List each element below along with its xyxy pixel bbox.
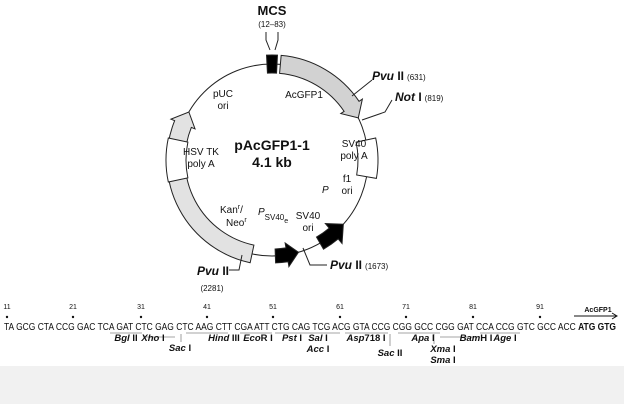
sequence-position-number: 51	[269, 304, 277, 311]
enzyme-label: Sma I	[430, 355, 455, 366]
enzyme-label: Sal I	[308, 333, 328, 344]
sv40-ori-label-1: SV40	[296, 211, 321, 222]
enzyme-label: BamH I	[460, 333, 493, 344]
enzyme-label: Age I	[492, 333, 516, 344]
neo-label: Neor	[226, 217, 247, 229]
sequence-position-dot	[338, 315, 342, 319]
psv40e-arrow	[274, 241, 300, 269]
sv40-polya-label-2: poly A	[340, 151, 368, 162]
sequence-position-number: 61	[336, 304, 344, 311]
kan-neo-arrow	[166, 111, 255, 264]
enzyme-label: Pst I	[282, 333, 302, 344]
puc-ori-label-2: ori	[217, 101, 228, 112]
svg-text:Not I(819): Not I(819)	[395, 90, 444, 104]
footer-band	[0, 366, 624, 404]
sequence-position-dot	[5, 315, 9, 319]
mcs-box	[265, 54, 279, 74]
sequence-position-number: 41	[203, 304, 211, 311]
acgfp1-direction-arrow	[574, 312, 618, 320]
sequence-position-dot	[71, 315, 75, 319]
sequence-position-dot	[139, 315, 143, 319]
sequence-position-number: 21	[69, 304, 77, 311]
enzyme-label: Xho I	[140, 333, 164, 344]
sequence-position-dot	[404, 315, 408, 319]
acgfp1-sequence-label: AcGFP1	[584, 307, 611, 314]
plasmid-name: pAcGFP1-1	[234, 137, 310, 153]
enzyme-label: Bgl II	[114, 333, 137, 344]
sequence-position-number: 81	[469, 304, 477, 311]
sequence-position-dot	[271, 315, 275, 319]
enzyme-label: Xma I	[429, 344, 455, 355]
plasmid-size: 4.1 kb	[252, 154, 292, 170]
svg-text:Pvu II(1673): Pvu II(1673)	[330, 258, 388, 272]
sv40-polya-label-1: SV40	[342, 139, 367, 150]
f1-ori-label-1: f1	[343, 174, 352, 185]
site-noti-819: Not I(819)	[361, 90, 444, 121]
enzyme-label: Asp718 I	[345, 333, 385, 344]
sequence-position-number: 31	[137, 304, 145, 311]
f1-ori-label-2: ori	[341, 186, 352, 197]
enzyme-label: Apa I	[410, 333, 434, 344]
enzyme-label: Hind III	[208, 333, 240, 344]
enzyme-label: Sac II	[378, 348, 403, 359]
sequence-position-number: 91	[536, 304, 544, 311]
enzyme-label: Sac I	[169, 343, 191, 354]
site-pvuii-631: Pvu II(631)	[351, 69, 426, 97]
acgfp1-arrow	[279, 54, 364, 119]
site-pvuii-1673: Pvu II(1673)	[302, 247, 388, 272]
hsvtk-polya-label-2: poly A	[187, 159, 215, 170]
sv40-ori-label-2: ori	[302, 223, 313, 234]
puc-ori-label-1: pUC	[213, 89, 233, 100]
p-label: P	[322, 185, 329, 196]
enzyme-label: EcoR I	[243, 333, 273, 344]
mcs-leader	[265, 32, 279, 51]
svg-text:Pvu II: Pvu II	[197, 264, 229, 278]
site-tick	[180, 334, 435, 346]
sequence-position-dot	[471, 315, 475, 319]
sequence-position-dot	[538, 315, 542, 319]
enzyme-label: Acc I	[306, 344, 330, 355]
svg-text:Pvu II(631): Pvu II(631)	[372, 69, 426, 83]
sequence-position-dot	[205, 315, 209, 319]
sv40-polya-box	[355, 137, 379, 179]
svg-text:(2281): (2281)	[200, 284, 223, 293]
acgfp1-label: AcGFP1	[285, 90, 323, 101]
hsvtk-polya-box	[165, 137, 189, 183]
mcs-sequence: TA GCG CTA CCG GAC TCA GAT CTC GAG CTC A…	[4, 321, 616, 333]
hsvtk-polya-label-1: HSV TK	[183, 147, 219, 158]
plasmid-map: MCS (12–83) pAcGFP1-1 4.1 kb pUC ori AcG…	[3, 3, 618, 366]
mcs-range: (12–83)	[258, 20, 286, 29]
mcs-label: MCS	[258, 3, 287, 18]
f1-ori-arrow	[315, 223, 344, 250]
kan-neo-label: Kanr/	[220, 204, 243, 216]
psv40e-label: PSV40e	[258, 207, 288, 225]
site-pvuii-2281: Pvu II (2281)	[197, 254, 243, 293]
sequence-position-number: 71	[402, 304, 410, 311]
sequence-position-number: 11	[3, 304, 10, 311]
